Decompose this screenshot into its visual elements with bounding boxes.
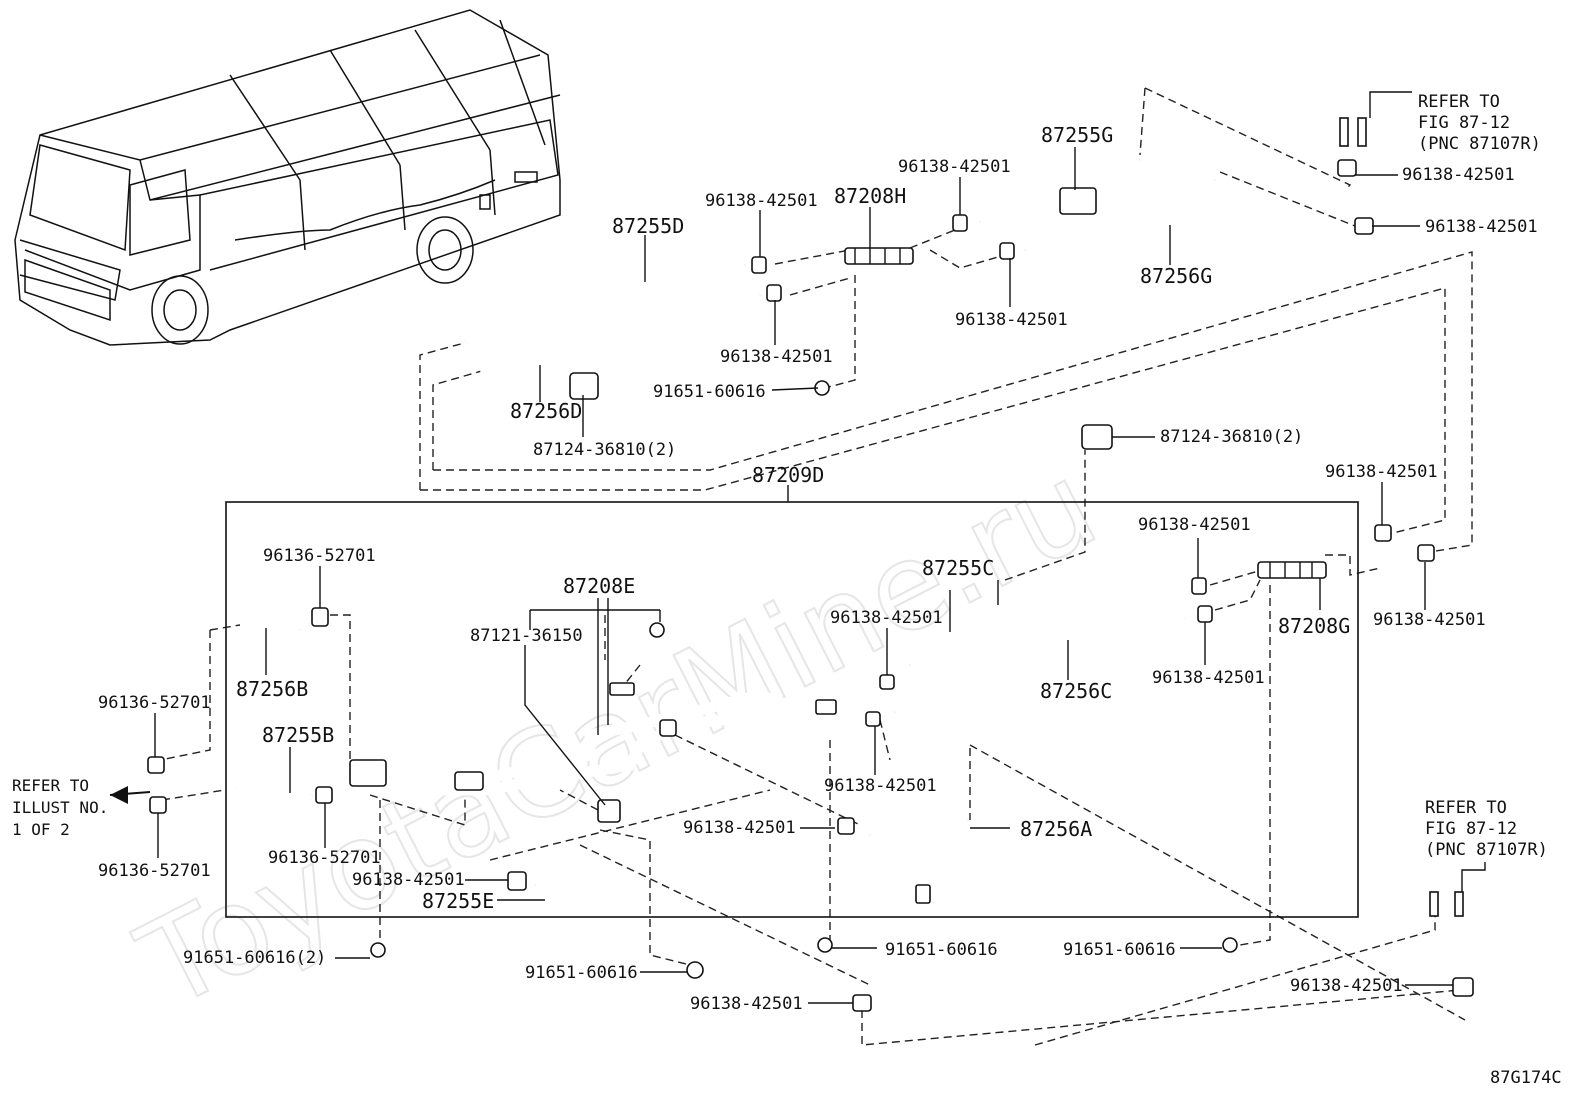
label-96138-p: 96138-42501: [1290, 976, 1403, 996]
label-96138-h: 96138-42501: [1138, 515, 1251, 535]
small-parts: [109, 117, 1474, 1012]
leader-lines: [154, 91, 1486, 1004]
label-96138-c: 96138-42501: [898, 157, 1011, 177]
label-87256D: 87256D: [510, 399, 582, 423]
label-96138-o: 96138-42501: [690, 994, 803, 1014]
label-91651-c: 91651-60616: [525, 963, 638, 983]
label-87255C: 87255C: [922, 556, 994, 580]
label-87256G: 87256G: [1140, 264, 1212, 288]
label-96138-j: 96138-42501: [1152, 668, 1265, 688]
label-91651-a: 91651-60616: [653, 382, 766, 402]
refer-bottom-line1: REFER TO: [1425, 798, 1507, 818]
bus-illustration: [14, 9, 561, 346]
label-87256C: 87256C: [1040, 679, 1112, 703]
label-91651-e: 91651-60616: [1063, 940, 1176, 960]
label-87208G: 87208G: [1278, 614, 1350, 638]
label-96138-g: 96138-42501: [1325, 462, 1438, 482]
label-91651-b: 91651-60616(2): [183, 948, 326, 968]
group-87209D-box: [225, 485, 1359, 918]
label-91651-d: 91651-60616: [885, 940, 998, 960]
refer-top-line2: FIG 87-12: [1418, 113, 1510, 133]
refer-bottom-line3: (PNC 87107R): [1425, 840, 1548, 860]
refer-top-line3: (PNC 87107R): [1418, 134, 1541, 154]
refer-top-line1: REFER TO: [1418, 92, 1500, 112]
label-87209D: 87209D: [752, 463, 824, 487]
label-87124-top: 87124-36810(2): [533, 440, 676, 460]
label-96136-d: 96136-52701: [268, 848, 381, 868]
label-87208H: 87208H: [834, 184, 906, 208]
label-96138-i: 96138-42501: [1373, 610, 1486, 630]
label-87256A: 87256A: [1020, 817, 1092, 841]
label-96138-k: 96138-42501: [830, 608, 943, 628]
label-96138-e: 96138-42501: [1402, 165, 1515, 185]
label-96138-f: 96138-42501: [1425, 217, 1538, 237]
label-96138-m: 96138-42501: [683, 818, 796, 838]
refer-left-line1: REFER TO: [12, 776, 89, 795]
figure-code: 87G174C: [1490, 1068, 1562, 1088]
label-87208E: 87208E: [563, 574, 635, 598]
label-87124-mid: 87124-36810(2): [1160, 427, 1303, 447]
label-87256B: 87256B: [236, 677, 308, 701]
refer-bottom-line2: FIG 87-12: [1425, 819, 1517, 839]
part-labels: 87255D 87256D 87124-36810(2) 96138-42501…: [12, 92, 1562, 1088]
label-96136-a: 96136-52701: [263, 546, 376, 566]
label-87255E: 87255E: [422, 889, 494, 913]
label-96138-l: 96138-42501: [824, 776, 937, 796]
label-87255B: 87255B: [262, 723, 334, 747]
label-96136-c: 96136-52701: [98, 861, 211, 881]
label-87255D: 87255D: [612, 214, 684, 238]
label-96136-b: 96136-52701: [98, 693, 211, 713]
refer-left-line3: 1 OF 2: [12, 820, 70, 839]
label-87255G: 87255G: [1041, 123, 1113, 147]
refer-left-line2: ILLUST NO.: [12, 798, 108, 817]
label-87121-36150: 87121-36150: [470, 626, 583, 646]
label-96138-n: 96138-42501: [352, 870, 465, 890]
label-96138-d: 96138-42501: [955, 310, 1068, 330]
label-96138-b: 96138-42501: [720, 347, 833, 367]
label-96138-a: 96138-42501: [705, 191, 818, 211]
dashed-guide-lines: [159, 87, 1473, 1046]
